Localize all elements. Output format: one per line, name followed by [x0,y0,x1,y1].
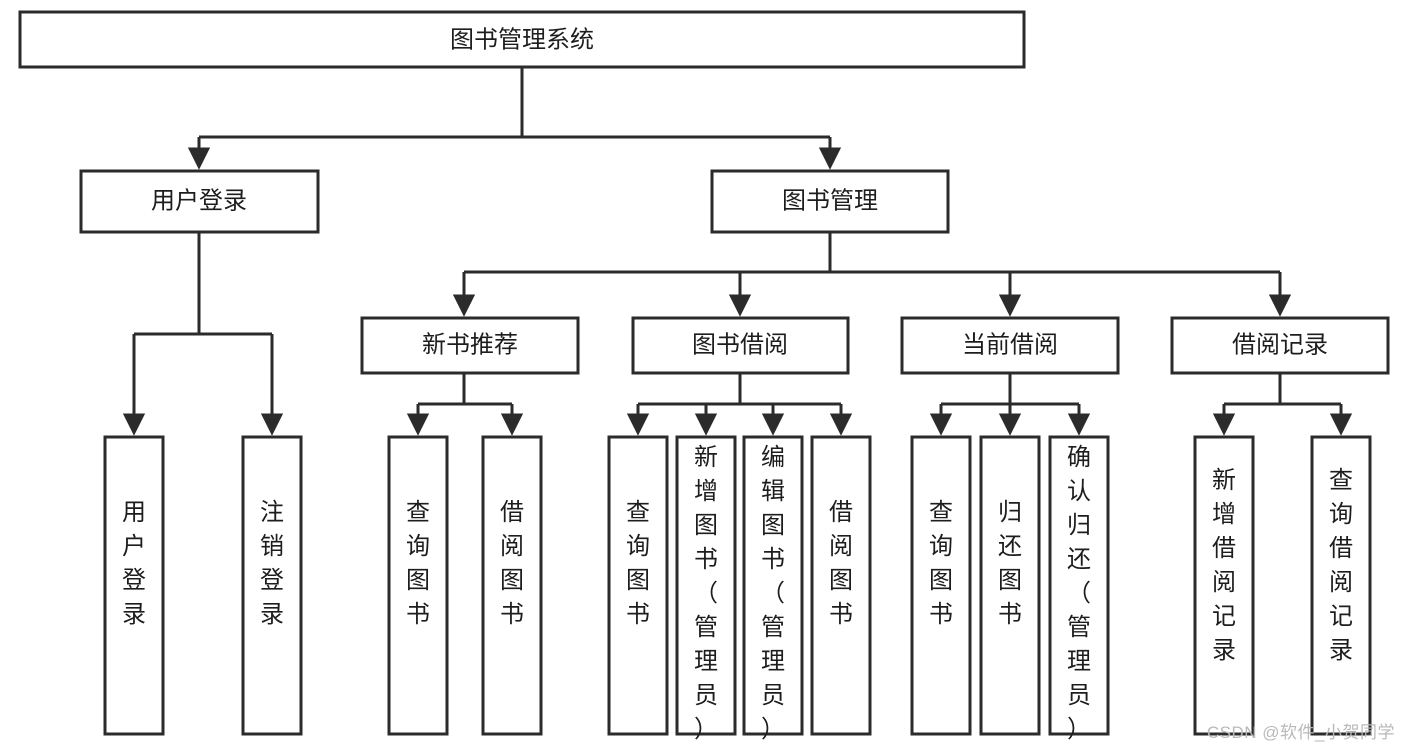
node-leaf-add-book-box[interactable] [675,435,737,736]
node-root[interactable]: 图书管理系统 [18,10,1026,69]
node-new-book-recommend-box[interactable] [360,316,580,375]
node-book-borrow-label: 图书借阅 [692,331,788,358]
node-leaf-user-logout-box[interactable] [241,435,303,736]
node-leaf-borrow-book-1-box[interactable] [481,435,543,736]
node-leaf-return-book-box[interactable] [979,435,1041,736]
node-leaf-query-book-1-label: 查询图书 [406,499,430,628]
node-leaf-query-book-3[interactable]: 查询图书 [910,435,972,736]
node-leaf-query-book-3-label: 查询图书 [929,499,953,628]
node-leaf-confirm-return-label: 确认归还（管理员） [1067,444,1091,743]
node-leaf-add-borrow-record-box[interactable] [1193,435,1255,736]
node-leaf-confirm-return[interactable]: 确认归还（管理员） [1048,435,1110,743]
node-leaf-confirm-return-box[interactable] [1048,435,1110,736]
node-leaf-query-book-2-box[interactable] [607,435,669,736]
node-leaf-user-logout[interactable]: 注销登录 [241,435,303,736]
node-current-borrow-box[interactable] [900,316,1120,375]
node-borrow-record[interactable]: 借阅记录 [1170,316,1390,375]
node-leaf-add-book[interactable]: 新增图书（管理员） [675,435,737,743]
node-leaf-query-borrow-record-box[interactable] [1310,435,1372,736]
node-user-login-box[interactable] [79,169,320,234]
node-root-label: 图书管理系统 [450,26,594,53]
node-borrow-record-box[interactable] [1170,316,1390,375]
node-leaf-edit-book-box[interactable] [742,435,804,736]
node-leaf-query-borrow-record[interactable]: 查询借阅记录 [1310,435,1372,736]
node-book-borrow[interactable]: 图书借阅 [631,316,850,375]
node-user-login-label: 用户登录 [151,187,247,214]
node-leaf-borrow-book-2-label: 借阅图书 [829,499,853,628]
node-leaf-borrow-book-2-box[interactable] [810,435,872,736]
node-leaf-query-book-1[interactable]: 查询图书 [387,435,449,736]
node-book-manage[interactable]: 图书管理 [710,169,950,234]
node-leaf-user-login[interactable]: 用户登录 [103,435,165,736]
node-current-borrow-label: 当前借阅 [962,331,1058,358]
node-current-borrow[interactable]: 当前借阅 [900,316,1120,375]
node-leaf-query-book-2-label: 查询图书 [626,499,650,628]
node-leaf-add-borrow-record-label: 新增借阅记录 [1212,467,1236,664]
node-leaf-add-borrow-record[interactable]: 新增借阅记录 [1193,435,1255,736]
node-leaf-return-book[interactable]: 归还图书 [979,435,1041,736]
connector-group [122,67,1353,436]
node-group: 图书管理系统 用户登录 图书管理 新书推荐 图书借阅 当前 [18,10,1390,743]
node-leaf-borrow-book-2[interactable]: 借阅图书 [810,435,872,736]
node-leaf-return-book-label: 归还图书 [998,499,1022,628]
node-new-book-recommend-label: 新书推荐 [422,331,518,358]
node-leaf-borrow-book-1[interactable]: 借阅图书 [481,435,543,736]
node-leaf-query-borrow-record-label: 查询借阅记录 [1329,467,1353,664]
node-leaf-query-book-1-box[interactable] [387,435,449,736]
node-borrow-record-label: 借阅记录 [1232,331,1328,358]
node-book-manage-box[interactable] [710,169,950,234]
node-leaf-edit-book-label: 编辑图书（管理员） [761,444,785,743]
node-book-manage-label: 图书管理 [782,187,878,214]
node-root-box[interactable] [18,10,1026,69]
csdn-watermark: CSDN @软件_小贺同学 [1206,723,1395,742]
node-leaf-user-logout-label: 注销登录 [260,499,284,628]
node-leaf-user-login-box[interactable] [103,435,165,736]
node-book-borrow-box[interactable] [631,316,850,375]
node-leaf-user-login-label: 用户登录 [122,499,146,628]
node-user-login[interactable]: 用户登录 [79,169,320,234]
node-leaf-add-book-label: 新增图书（管理员） [694,444,718,743]
node-leaf-edit-book[interactable]: 编辑图书（管理员） [742,435,804,743]
node-leaf-query-book-3-box[interactable] [910,435,972,736]
node-leaf-query-book-2[interactable]: 查询图书 [607,435,669,736]
node-leaf-borrow-book-1-label: 借阅图书 [500,499,524,628]
node-new-book-recommend[interactable]: 新书推荐 [360,316,580,375]
